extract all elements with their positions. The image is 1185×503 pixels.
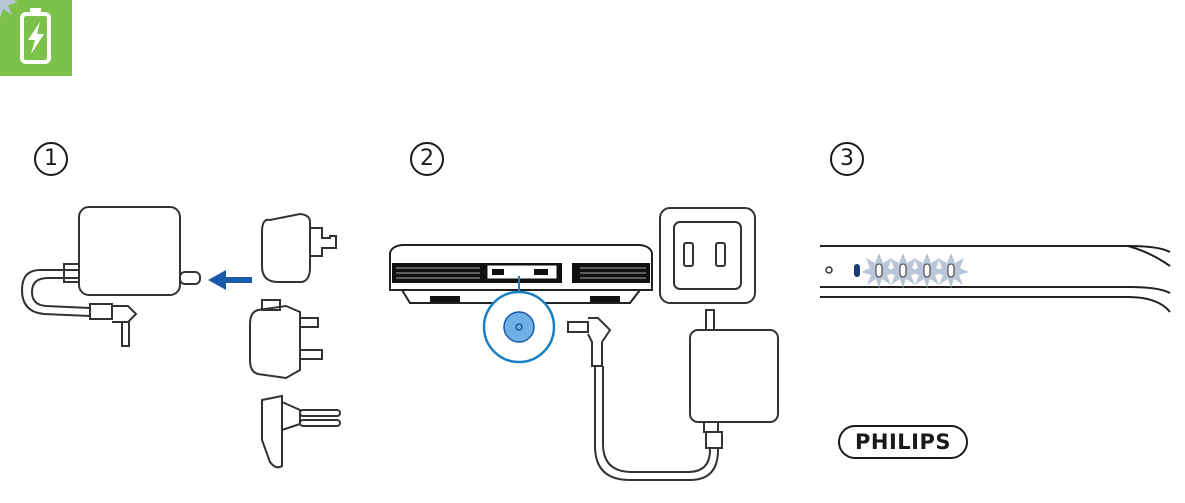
battery-charging-icon [0,0,72,76]
dc-plug-cable [567,317,719,481]
au-plug [261,212,337,283]
power-led-indicator [825,266,833,274]
eu-plug [261,394,341,469]
battery-led-indicators [0,0,969,288]
projector-device [389,244,653,304]
insert-arrow [208,270,252,290]
projector-front-edge [820,245,1171,313]
power-adapter-step1 [20,206,201,347]
uk-plug [249,299,323,380]
step-1-number: 1 [34,142,68,176]
dc-input-port-callout [482,276,556,364]
philips-logo: PHILIPS [838,425,968,459]
wall-outlet [659,207,756,304]
step-3-number: 3 [830,142,864,176]
step-2-number: 2 [410,142,444,176]
power-adapter-step2 [689,309,779,449]
